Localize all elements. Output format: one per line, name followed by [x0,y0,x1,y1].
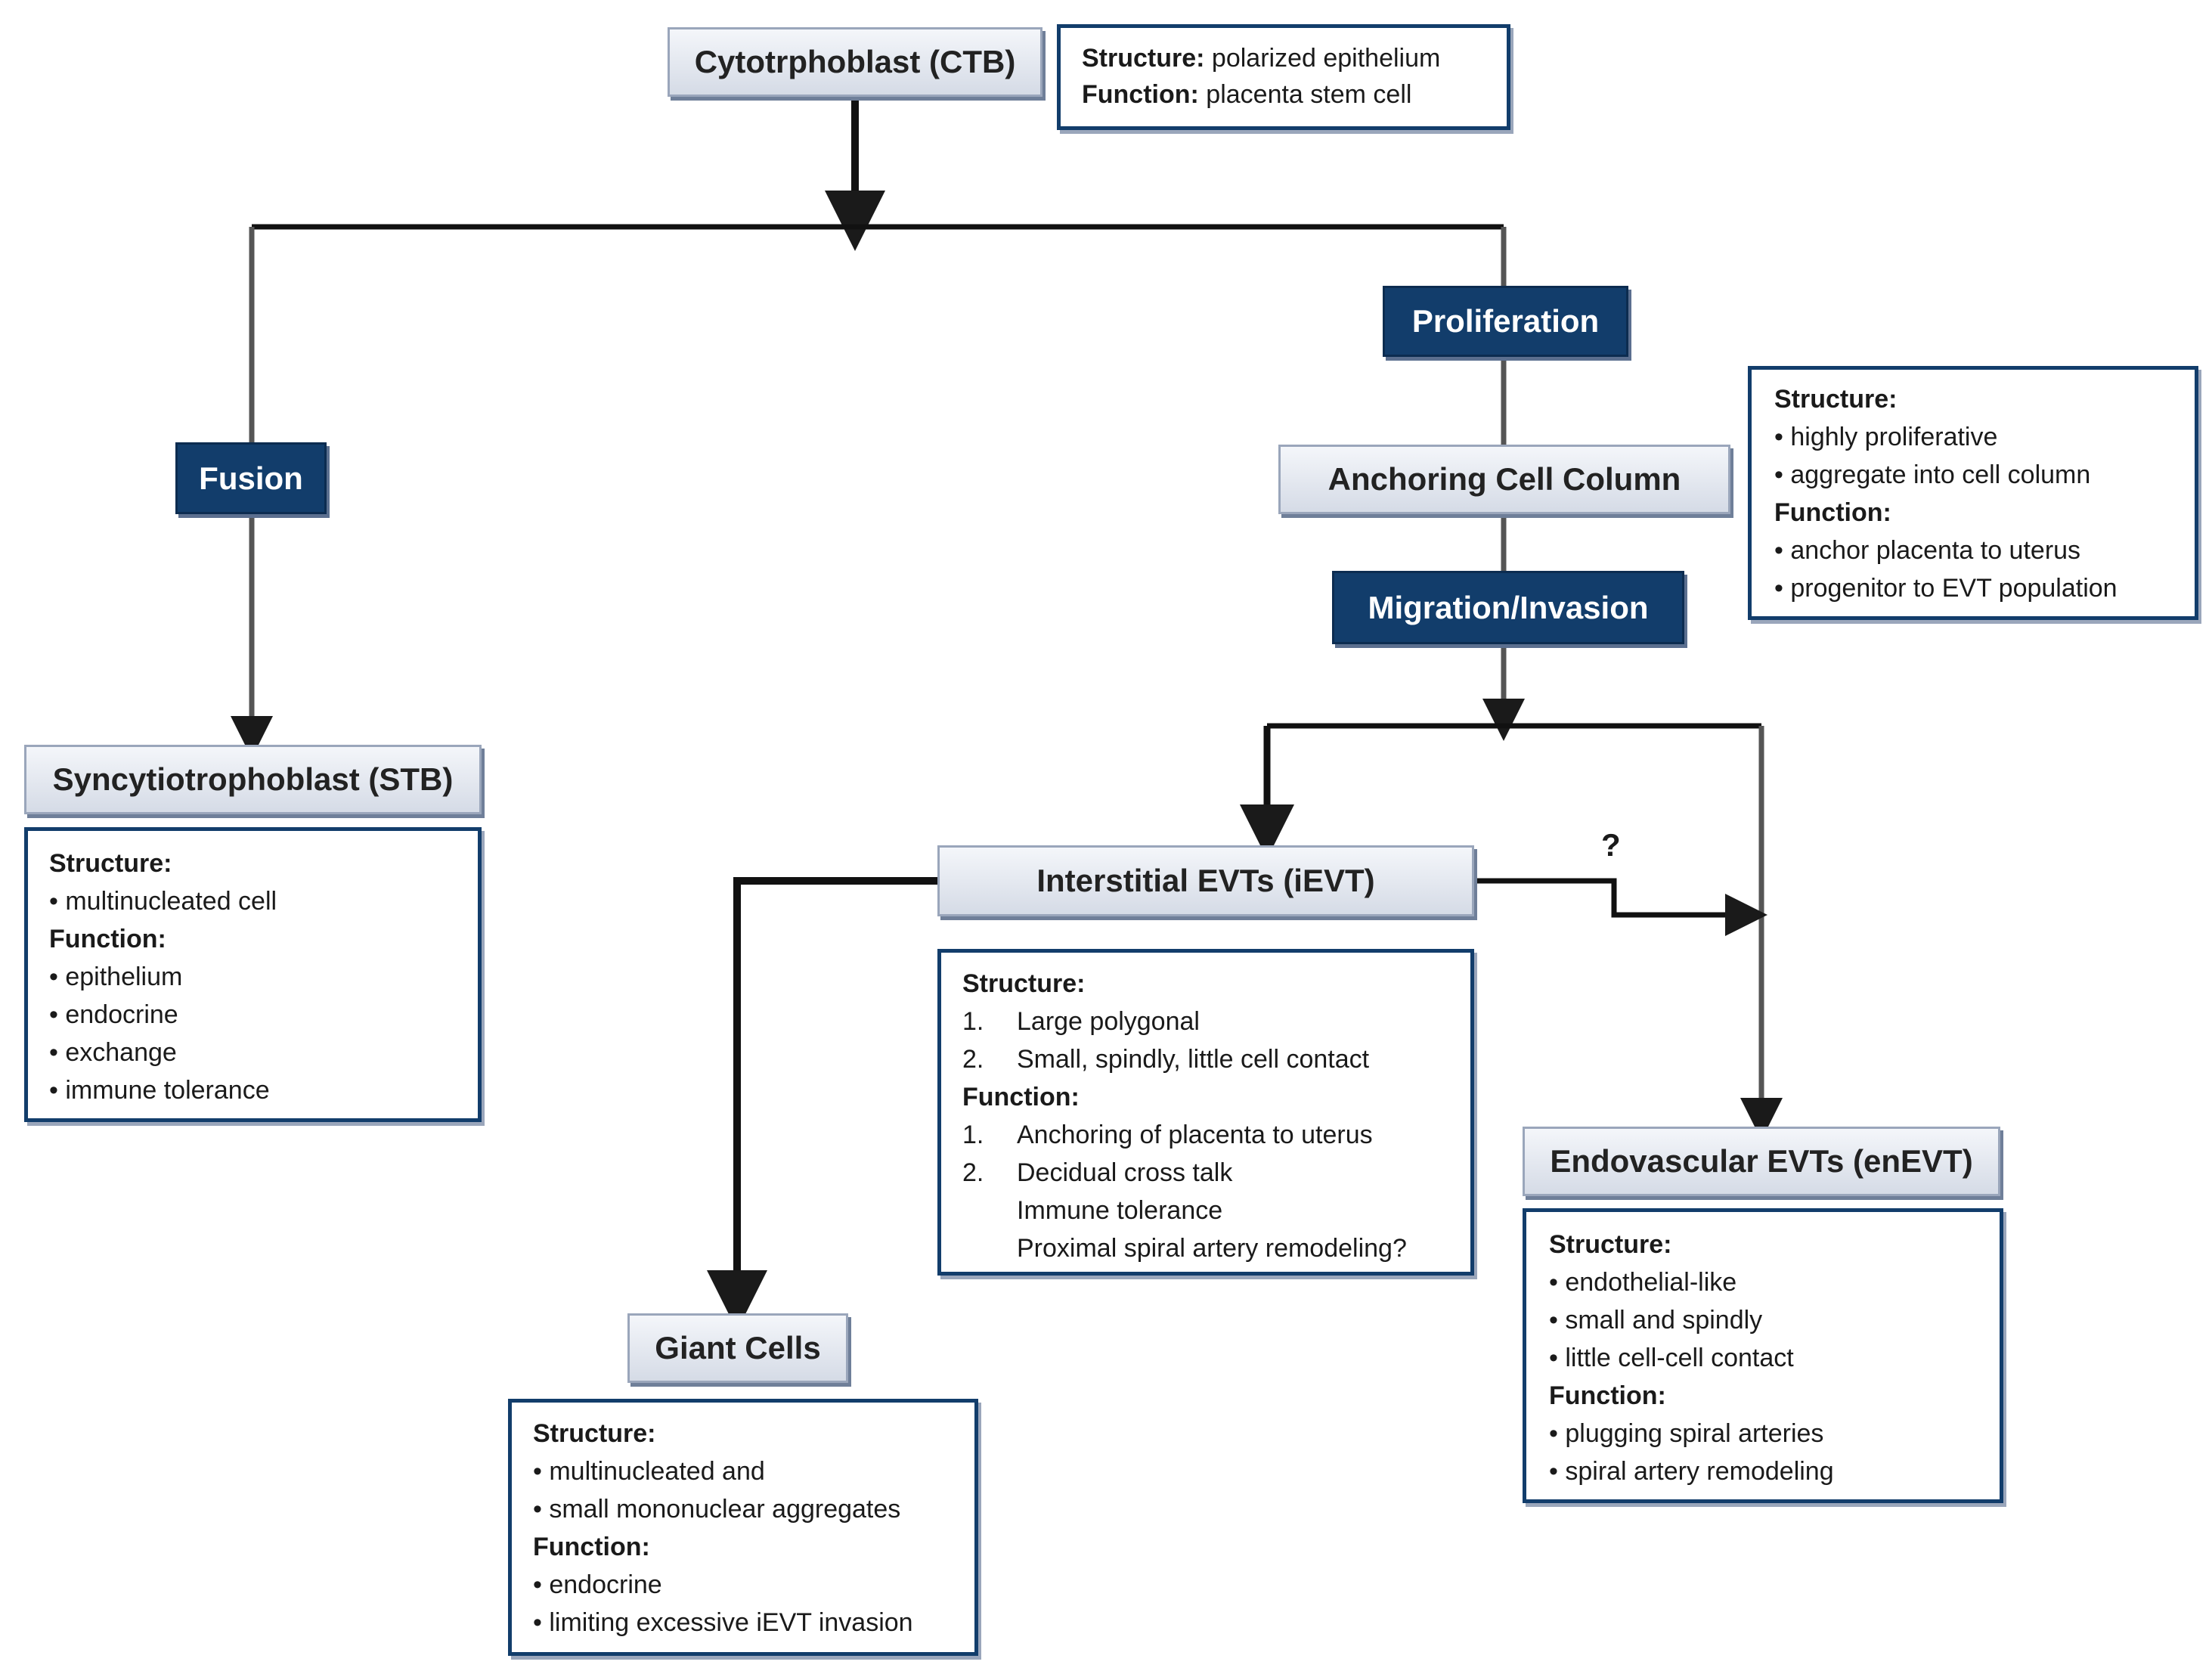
list-item: limiting excessive iEVT invasion [533,1604,953,1641]
list-item: 1. Anchoring of placenta to uterus [962,1116,1449,1154]
ctb-structure-text: polarized epithelium [1211,44,1441,73]
ctb-structure-label: Structure: [1082,44,1205,73]
giant-cells-info-box: Structure: multinucleated and small mono… [508,1399,978,1656]
giant-structure-list: multinucleated and small mononuclear agg… [533,1452,953,1528]
stb-function-label: Function: [49,925,166,953]
list-text: Anchoring of placenta to uterus [1017,1121,1373,1149]
giant-cells-node: Giant Cells [627,1313,848,1383]
ievt-info-box: Structure: 1. Large polygonal 2. Small, sp… [937,949,1474,1276]
ievt-structure-list: 1. Large polygonal 2. Small, spindly, litt… [962,1003,1449,1078]
stb-structure-list: multinucleated cell [49,882,457,920]
proliferation-node: Proliferation [1383,286,1628,357]
list-item: 1. Large polygonal [962,1003,1449,1040]
enevt-structure-list: endothelial-like small and spindly littl… [1549,1263,1977,1377]
ievt-to-giant-line [707,877,937,1331]
anchoring-structure-label: Structure: [1774,385,1898,414]
ctb-structure-row: Structure: polarized epithelium [1082,40,1486,76]
list-item: immune tolerance [49,1071,457,1109]
ievt-to-enevt-line [1474,878,1767,936]
list-item: 2. Small, spindly, little cell contact [962,1040,1449,1078]
list-item: exchange [49,1034,457,1071]
uncertain-link-label: ? [1601,827,1621,863]
list-item: endocrine [49,996,457,1034]
anchoring-node: Anchoring Cell Column [1278,445,1730,514]
list-item: multinucleated cell [49,882,457,920]
giant-function-label: Function: [533,1533,650,1561]
enevt-structure-label: Structure: [1549,1230,1672,1259]
list-item: endothelial-like [1549,1263,1977,1301]
list-item: endocrine [533,1566,953,1604]
fusion-node: Fusion [175,442,327,514]
enevt-function-label: Function: [1549,1381,1666,1410]
anchoring-function-list: anchor placenta to uterus progenitor to … [1774,532,2172,607]
list-item: anchor placenta to uterus [1774,532,2172,569]
list-item: progenitor to EVT population [1774,569,2172,607]
list-item: plugging spiral arteries [1549,1415,1977,1452]
enevt-function-list: plugging spiral arteries spiral artery r… [1549,1415,1977,1490]
stb-structure-label: Structure: [49,849,172,878]
list-number: 2. [962,1045,984,1074]
list-number: 2. [962,1158,984,1187]
ctb-function-label: Function: [1082,80,1199,109]
list-text: Large polygonal [1017,1007,1200,1036]
ctb-function-text: placenta stem cell [1206,80,1412,109]
anchoring-info-box: Structure: highly proliferative aggregat… [1748,366,2198,620]
ctb-function-row: Function: placenta stem cell [1082,76,1486,113]
list-text: Small, spindly, little cell contact [1017,1045,1370,1074]
giant-function-list: endocrine limiting excessive iEVT invasi… [533,1566,953,1641]
list-item: 2. Decidual cross talk [962,1154,1449,1192]
anchoring-function-label: Function: [1774,498,1891,527]
ctb-node: Cytotrphoblast (CTB) [668,27,1042,97]
list-item: little cell-cell contact [1549,1339,1977,1377]
stb-info-box: Structure: multinucleated cell Function:… [24,827,482,1122]
enevt-node: Endovascular EVTs (enEVT) [1523,1127,2000,1196]
giant-structure-label: Structure: [533,1419,656,1448]
enevt-info-box: Structure: endothelial-like small and sp… [1523,1208,2003,1503]
list-item: Proximal spiral artery remodeling? [1017,1234,1407,1263]
list-item: epithelium [49,958,457,996]
list-item: spiral artery remodeling [1549,1452,1977,1490]
ievt-structure-label: Structure: [962,969,1086,998]
anchoring-structure-list: highly proliferative aggregate into cell… [1774,418,2172,494]
migration-node: Migration/Invasion [1332,571,1684,644]
ctb-info-box: Structure: polarized epithelium Function… [1057,24,1510,130]
list-item: small and spindly [1549,1301,1977,1339]
ievt-function-label: Function: [962,1083,1080,1111]
list-number: 1. [962,1121,984,1149]
list-item: small mononuclear aggregates [533,1490,953,1528]
list-item: Immune tolerance [1017,1196,1223,1225]
list-item: highly proliferative [1774,418,2172,456]
list-text: Decidual cross talk [1017,1158,1233,1187]
stb-node: Syncytiotrophoblast (STB) [24,745,482,814]
list-number: 1. [962,1007,984,1036]
list-item: multinucleated and [533,1452,953,1490]
list-item: aggregate into cell column [1774,456,2172,494]
ievt-function-list: 1. Anchoring of placenta to uterus 2. Deci… [962,1116,1449,1267]
stb-function-list: epithelium endocrine exchange immune tol… [49,958,457,1109]
ievt-node: Interstitial EVTs (iEVT) [937,845,1474,916]
